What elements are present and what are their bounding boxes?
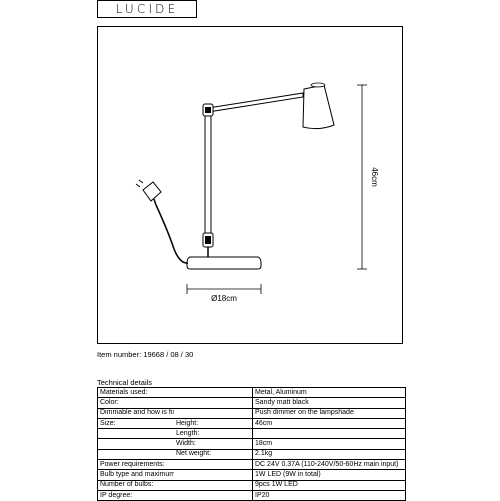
spec-value: 9pcs 1W LED <box>252 479 406 491</box>
product-drawing: 46cm Ø18cm <box>97 26 403 344</box>
spec-sublabel <box>174 469 253 481</box>
spec-value: DC 24V 0.37A (110-240V/50-60Hz main inpu… <box>252 459 406 471</box>
spec-sublabel <box>174 459 253 471</box>
spec-label: IP degree: <box>97 489 174 501</box>
base-dimension-label: Ø18cm <box>211 294 237 303</box>
spec-row: Net weight:2.1kg <box>97 448 406 461</box>
spec-label <box>97 438 174 450</box>
plug-pin-1 <box>135 183 141 188</box>
spec-row: Color: Sandy matt black <box>97 397 406 409</box>
spec-value: 46cm <box>252 417 406 430</box>
spec-value: 18cm <box>252 438 406 450</box>
lamp-pole-shape <box>204 115 212 234</box>
spec-sublabel <box>174 407 253 419</box>
arm-joint-knob <box>205 107 211 113</box>
spec-sublabel <box>174 386 253 399</box>
spec-sublabel: Length: <box>174 428 253 440</box>
spec-value: Metal, Aluminum <box>252 386 406 399</box>
lower-joint-knob <box>205 236 211 244</box>
technical-details-title: Technical details <box>97 378 153 387</box>
spec-label: Dimmable and how is fixture dimmable <box>97 407 174 419</box>
spec-sublabel: Height: <box>174 417 253 430</box>
upper-arm-shape <box>207 92 304 113</box>
plug-adapter-shape <box>142 181 162 202</box>
spec-value: IP20 <box>252 489 406 501</box>
spec-sublabel <box>174 489 253 501</box>
spec-sublabel <box>174 397 253 409</box>
spec-row: Length: <box>97 428 406 440</box>
spec-label: Size: <box>97 417 174 430</box>
lamp-base-shape <box>186 256 262 270</box>
spec-label: Bulb type and maximum wattage: <box>97 469 174 481</box>
lamp-technical-drawing: 46cm Ø18cm <box>135 82 379 303</box>
spec-row: Bulb type and maximum wattage: 1W LED (9W… <box>97 469 406 481</box>
spec-sublabel: Width: <box>174 438 253 450</box>
plug-cable-join <box>153 198 157 206</box>
spec-row: Power requirements: DC 24V 0.37A (110-240… <box>97 459 406 471</box>
spec-label: Color: <box>97 397 174 409</box>
spec-row: Size:Height:46cm <box>97 417 406 430</box>
spec-label <box>97 448 174 461</box>
spec-sublabel <box>174 479 253 491</box>
item-number: Item number: 19668 / 08 / 30 <box>97 350 194 359</box>
spec-row: Width:18cm <box>97 438 406 450</box>
spec-value <box>252 428 406 440</box>
spec-value: Push dimmer on the lampshade <box>252 407 406 419</box>
brand-logo: LUCIDE <box>97 0 197 18</box>
spec-sublabel: Net weight: <box>174 448 253 461</box>
spec-value: 2.1kg <box>252 448 406 461</box>
spec-label <box>97 428 174 440</box>
power-cable-shape <box>155 204 189 264</box>
spec-label: Materials used: <box>97 386 174 399</box>
spec-row: IP degree: IP20 <box>97 489 406 501</box>
spec-label: Power requirements: <box>97 459 174 471</box>
spec-row: Number of bulbs: 9pcs 1W LED <box>97 479 406 491</box>
spec-label: Number of bulbs: <box>97 479 174 491</box>
spec-row: Materials used: Metal, Aluminum <box>97 386 406 399</box>
plug-pin-2 <box>138 179 144 184</box>
spec-row: Dimmable and how is fixture dimmable Push… <box>97 407 406 419</box>
spec-value: Sandy matt black <box>252 397 406 409</box>
dimmer-button-shape <box>310 82 326 88</box>
lampshade-shape <box>302 84 335 130</box>
height-dimension-label: 46cm <box>370 167 379 187</box>
spec-value: 1W LED (9W in total) <box>252 469 406 481</box>
